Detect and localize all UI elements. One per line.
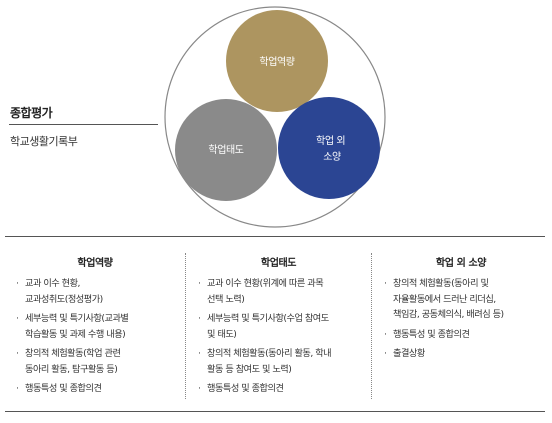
venn-label-academic-attitude: 학업태도 bbox=[208, 143, 243, 156]
list-item-text: 세부능력 및 특기사항(교과별 bbox=[25, 313, 129, 324]
column-heading-academic-attitude: 학업태도 bbox=[260, 258, 297, 269]
table-bottom-rule bbox=[5, 411, 545, 412]
column-heading-extracurricular: 학업 외 소양 bbox=[435, 258, 487, 269]
list-item-text: 창의적 체험활동(학업 관련 bbox=[25, 348, 121, 359]
list-item-text: 출결상황 bbox=[393, 348, 425, 359]
list-item-text: 활동 등 참여도 및 노력) bbox=[207, 363, 292, 375]
venn-circle-extracurricular bbox=[278, 97, 380, 199]
table-top-rule bbox=[5, 236, 545, 237]
list-item: · 교과 이수 현황, 교과성취도(정성평가) bbox=[16, 276, 184, 307]
list-item-text: 교과 이수 현황(위계에 따른 과목 bbox=[207, 278, 324, 289]
bullet-mark: · bbox=[16, 348, 19, 359]
evaluation-venn-diagram: 학업역량 학업태도 학업 외 소양 bbox=[164, 6, 386, 228]
list-item-text: 및 태도) bbox=[207, 328, 237, 340]
venn-circle-academic-attitude bbox=[175, 99, 277, 201]
bullet-mark: · bbox=[198, 383, 201, 394]
list-item-text: 행동특성 및 종합의견 bbox=[393, 328, 470, 340]
summary-title-rule bbox=[9, 124, 158, 125]
list-item: · 출결상황 bbox=[384, 346, 550, 362]
venn-outer-circle bbox=[164, 6, 386, 228]
list-item-text: 학습활동 및 과제 수행 내용) bbox=[25, 328, 126, 340]
venn-circle-academic-ability bbox=[226, 10, 328, 112]
column-heading-academic-ability: 학업역량 bbox=[77, 258, 113, 269]
list-item-text: 창의적 체험활동(동아리 및 bbox=[393, 278, 489, 289]
bullet-mark: · bbox=[16, 313, 19, 324]
bullet-mark: · bbox=[198, 278, 201, 289]
bullet-mark: · bbox=[198, 313, 201, 324]
bullet-mark: · bbox=[16, 383, 19, 394]
list-item-text: 교과성취도(정성평가) bbox=[25, 293, 103, 305]
column-divider-2 bbox=[371, 253, 372, 399]
list-item: · 행동특성 및 종합의견 bbox=[384, 327, 550, 343]
venn-label-extracurricular: 학업 외 소양 bbox=[316, 134, 348, 163]
bullet-mark: · bbox=[384, 278, 387, 289]
list-item-text: 선택 노력) bbox=[207, 293, 245, 305]
criteria-columns: 학업역량 · 교과 이수 현황, 교과성취도(정성평가) · 세부능력 및 특기사항(교… bbox=[0, 252, 552, 412]
list-item-text: 동아리 활동, 탐구활동 등) bbox=[25, 363, 118, 375]
list-item-text: 자율활동에서 드러난 리더십, bbox=[393, 293, 496, 305]
column-divider-1 bbox=[185, 253, 186, 399]
bullet-mark: · bbox=[384, 328, 387, 340]
list-item-text: 행동특성 및 종합의견 bbox=[25, 383, 102, 394]
venn-label-academic-ability: 학업역량 bbox=[259, 55, 294, 68]
list-item: · 행동특성 및 종합의견 bbox=[198, 381, 370, 397]
list-item-text: 창의적 체험활동(동아리 활동, 학내 bbox=[207, 348, 332, 359]
list-item-text: 행동특성 및 종합의견 bbox=[207, 383, 284, 394]
list-item-text: 세부능력 및 특기사항(수업 참여도 bbox=[207, 313, 329, 324]
summary-subtitle: 학교생활기록부 bbox=[10, 135, 78, 148]
bullet-mark: · bbox=[384, 348, 387, 359]
bullet-mark: · bbox=[198, 348, 201, 359]
list-item: · 행동특성 및 종합의견 bbox=[16, 381, 184, 397]
summary-title: 종합평가 bbox=[10, 106, 53, 120]
list-item-text: 책임감, 공동체의식, 배려심 등) bbox=[393, 309, 504, 320]
list-item-text: 교과 이수 현황, bbox=[25, 278, 80, 289]
bullet-mark: · bbox=[16, 278, 19, 289]
